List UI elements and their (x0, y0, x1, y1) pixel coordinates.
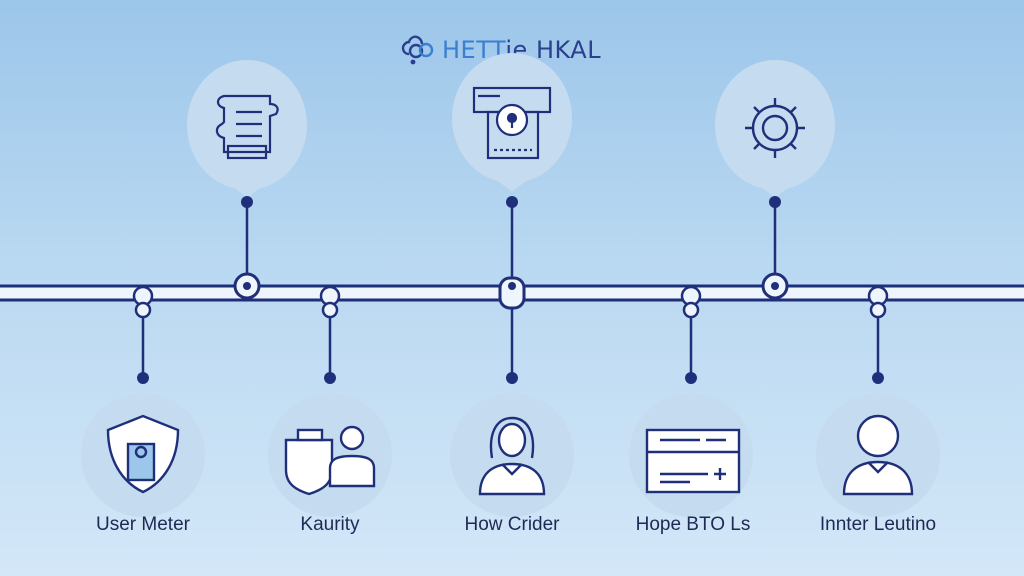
document-puzzle-icon (215, 94, 279, 160)
node-label-user-meter: User Meter (96, 514, 190, 535)
shield-user-icon (106, 414, 180, 494)
server-lock-icon (472, 86, 552, 160)
gear-icon (745, 98, 805, 158)
node-label-hope-bto: Hope BTO Ls (635, 514, 751, 535)
cloud-link-icon (401, 35, 434, 65)
node-label-how-crider: How Crider (464, 514, 560, 535)
support-users-icon (284, 425, 376, 496)
node-label-innter-leutino: Innter Leutino (819, 514, 937, 535)
top-node-server (452, 53, 572, 384)
bottom-rail-knots (132, 285, 889, 319)
top-node-document (187, 60, 307, 300)
person-woman-icon (478, 416, 546, 496)
bottom-connectors (141, 300, 880, 378)
card-window-icon (645, 428, 741, 494)
node-label-kaurity: Kaurity (300, 514, 360, 535)
person-avatar-icon (842, 414, 914, 496)
bottom-dots (137, 372, 884, 384)
top-node-settings (715, 60, 835, 300)
